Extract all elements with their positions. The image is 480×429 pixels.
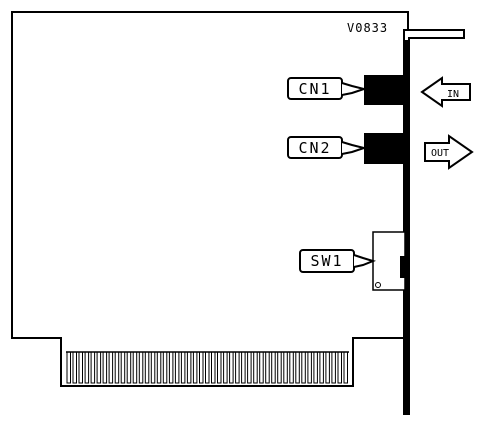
connector-finger [96, 351, 102, 384]
connector-finger [199, 351, 204, 384]
connector-finger [337, 351, 342, 384]
connector-finger [343, 351, 348, 384]
connector-finger [72, 351, 77, 384]
cn2-callout: CN2 [287, 136, 368, 159]
model-code: V0833 [347, 21, 388, 35]
sw1-callout: SW1 [299, 249, 377, 273]
connector-finger [319, 351, 324, 384]
connector-finger [186, 351, 192, 384]
connector-finger [241, 351, 246, 384]
connector-finger [229, 351, 234, 384]
in-arrow: IN [420, 76, 471, 108]
connector-finger [150, 351, 156, 384]
connector-finger [78, 351, 83, 384]
connector-finger [235, 351, 240, 384]
connector-finger [223, 351, 228, 384]
connector-finger [265, 351, 270, 384]
connector-finger [277, 351, 282, 384]
connector-finger [259, 351, 264, 384]
connector-finger [325, 351, 330, 384]
board-outline [11, 11, 409, 387]
connector-finger [301, 351, 306, 384]
connector-finger [174, 351, 180, 384]
cn1-connector [364, 75, 404, 105]
connector-finger [217, 351, 222, 384]
connector-finger [295, 351, 300, 384]
connector-finger [144, 351, 150, 384]
cn2-connector [364, 133, 404, 164]
connector-finger [102, 351, 108, 384]
connector-finger [253, 351, 258, 384]
connector-finger [307, 351, 312, 384]
connector-finger [108, 351, 114, 384]
connector-finger [138, 351, 144, 384]
connector-finger [192, 351, 198, 384]
connector-finger [313, 351, 318, 384]
mounting-bracket [403, 29, 465, 415]
out-arrow: OUT [424, 134, 474, 170]
connector-finger [90, 351, 96, 384]
cn2-label: CN2 [298, 139, 331, 157]
connector-finger [126, 351, 132, 384]
sw1-label: SW1 [310, 252, 343, 270]
connector-finger [156, 351, 162, 384]
connector-finger [162, 351, 168, 384]
connector-finger [283, 351, 288, 384]
connector-finger [271, 351, 276, 384]
cn1-label: CN1 [298, 80, 331, 98]
sw1-dip-switch [372, 231, 406, 291]
connector-finger [180, 351, 186, 384]
connector-finger [84, 351, 90, 384]
connector-finger [331, 351, 336, 384]
edge-connector [66, 351, 349, 384]
connector-finger [211, 351, 216, 384]
connector-finger [120, 351, 126, 384]
connector-finger [114, 351, 120, 384]
cn1-callout: CN1 [287, 77, 368, 100]
connector-finger [66, 351, 71, 384]
connector-finger [168, 351, 174, 384]
connector-finger [205, 351, 210, 384]
out-arrow-label: OUT [431, 148, 449, 159]
in-arrow-label: IN [447, 89, 459, 100]
connector-finger [132, 351, 138, 384]
connector-finger [289, 351, 294, 384]
connector-finger [247, 351, 252, 384]
